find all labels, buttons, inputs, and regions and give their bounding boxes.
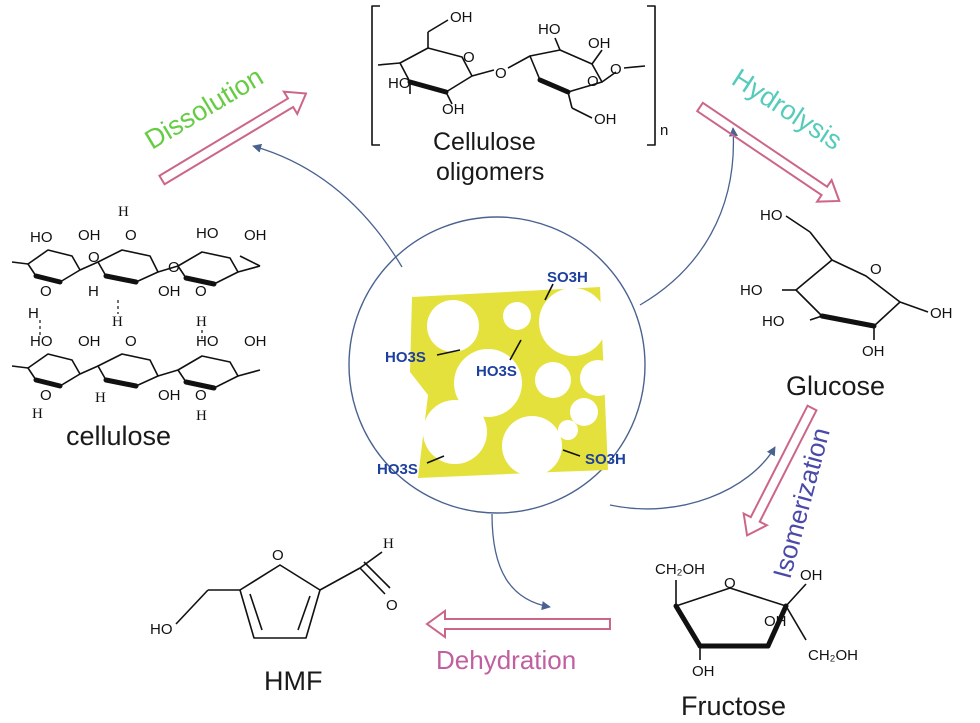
label-glucose: Glucose xyxy=(786,371,885,401)
svg-text:OH: OH xyxy=(244,333,267,350)
svg-text:OH: OH xyxy=(588,35,611,52)
label-cellulose: cellulose xyxy=(66,421,171,451)
svg-text:HO: HO xyxy=(30,229,53,246)
svg-text:O: O xyxy=(168,259,180,276)
svg-text:H: H xyxy=(118,204,129,220)
svg-text:HO: HO xyxy=(740,282,763,299)
flow-arrow-dehydration xyxy=(491,513,551,611)
svg-text:H: H xyxy=(196,408,207,424)
svg-text:H: H xyxy=(95,390,106,406)
sulfonic-group-4: HO3S xyxy=(377,461,418,478)
label-cellulose-oligomers-1: Cellulose xyxy=(433,128,536,156)
process-label-hydrolysis: Hydrolysis xyxy=(727,63,848,156)
svg-text:O: O xyxy=(463,49,475,66)
svg-text:O: O xyxy=(195,387,207,404)
svg-text:O: O xyxy=(40,283,52,300)
svg-text:OH: OH xyxy=(158,387,181,404)
svg-text:O: O xyxy=(587,73,599,90)
svg-text:O: O xyxy=(195,283,207,300)
svg-text:O: O xyxy=(125,333,137,350)
structure-cellulose-oligomer: n O OH HO OH O O HO OH OH O xyxy=(371,5,668,146)
catalyst-particle xyxy=(410,287,616,478)
svg-text:H: H xyxy=(28,305,39,322)
structure-fructose: CH₂OH O OH CH₂OH OH OH xyxy=(655,561,858,680)
svg-text:HO: HO xyxy=(538,21,561,38)
svg-text:HO: HO xyxy=(388,75,411,92)
svg-text:OH: OH xyxy=(450,9,473,26)
flow-arrow-hydrolysis xyxy=(639,127,739,306)
svg-text:OH: OH xyxy=(244,227,267,244)
svg-text:H: H xyxy=(383,536,394,552)
svg-text:HO: HO xyxy=(150,621,173,638)
hollow-arrow-hydrolysis xyxy=(695,101,841,203)
svg-text:O: O xyxy=(495,65,507,82)
label-hmf: HMF xyxy=(264,666,322,696)
process-label-dissolution: Dissolution xyxy=(140,61,269,155)
process-label-isomerization: Isomerization xyxy=(767,424,836,581)
svg-text:H: H xyxy=(196,314,207,330)
flow-arrow-dissolution xyxy=(252,143,403,268)
structure-glucose: HO O HO HO OH OH xyxy=(740,207,953,360)
svg-text:HO: HO xyxy=(196,225,219,242)
structure-cellulose: HO OH H O HO OH O O O H OH O H H H HO OH… xyxy=(11,204,267,424)
svg-text:OH: OH xyxy=(930,305,953,322)
svg-text:HO: HO xyxy=(196,333,219,350)
svg-text:HO: HO xyxy=(762,313,785,330)
svg-text:OH: OH xyxy=(862,343,885,360)
svg-text:H: H xyxy=(112,314,123,330)
svg-text:OH: OH xyxy=(594,111,617,128)
label-fructose: Fructose xyxy=(681,691,786,721)
hollow-arrow-dehydration xyxy=(425,609,611,639)
svg-text:OH: OH xyxy=(158,283,181,300)
svg-text:HO: HO xyxy=(760,207,783,224)
hollow-arrow-isomerization xyxy=(742,404,818,537)
process-label-dehydration: Dehydration xyxy=(436,645,576,675)
svg-text:CH₂OH: CH₂OH xyxy=(655,561,705,578)
svg-text:O: O xyxy=(870,261,882,278)
svg-text:O: O xyxy=(88,249,100,266)
svg-text:H: H xyxy=(88,283,99,300)
sulfonic-group-3: HO3S xyxy=(476,363,517,380)
svg-text:OH: OH xyxy=(800,567,823,584)
svg-text:O: O xyxy=(386,597,398,614)
svg-text:HO: HO xyxy=(30,333,53,350)
hollow-arrow-dissolution xyxy=(158,90,308,186)
svg-text:O: O xyxy=(610,61,622,78)
svg-text:OH: OH xyxy=(78,333,101,350)
structure-hmf: HO O H O xyxy=(150,536,398,639)
svg-text:CH₂OH: CH₂OH xyxy=(808,647,858,664)
svg-text:O: O xyxy=(272,547,284,564)
label-cellulose-oligomers-2: oligomers xyxy=(436,158,544,186)
svg-text:O: O xyxy=(125,227,137,244)
svg-text:H: H xyxy=(32,406,43,422)
oligomer-n-label: n xyxy=(660,122,668,139)
sulfonic-groups: SO3H HO3S HO3S HO3S SO3H xyxy=(377,269,626,478)
sulfonic-group-5: SO3H xyxy=(585,451,626,468)
svg-text:OH: OH xyxy=(764,613,787,630)
svg-text:O: O xyxy=(724,575,736,592)
svg-text:O: O xyxy=(40,387,52,404)
svg-text:OH: OH xyxy=(442,101,465,118)
sulfonic-group-2: HO3S xyxy=(385,349,426,366)
sulfonic-group-1: SO3H xyxy=(547,269,588,286)
svg-text:OH: OH xyxy=(78,227,101,244)
svg-text:OH: OH xyxy=(692,663,715,680)
flow-arrow-isomerization xyxy=(609,446,776,510)
